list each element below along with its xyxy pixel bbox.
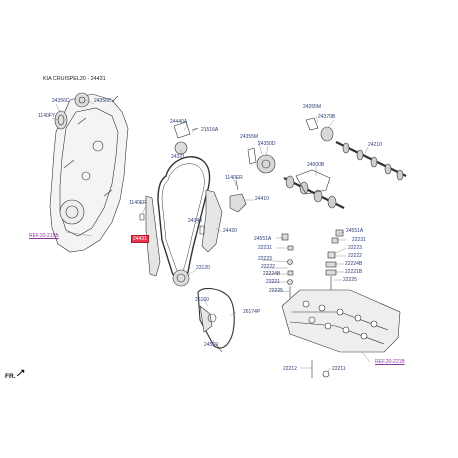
label-24410[interactable]: 24410 — [255, 196, 269, 202]
label-1140fy[interactable]: 1140FY — [38, 113, 56, 119]
timing-chain — [157, 156, 211, 281]
label-24420[interactable]: 24420 — [223, 228, 237, 234]
chain-guide-24431 — [145, 195, 161, 277]
label-1140er-left[interactable]: 1140ER — [129, 200, 147, 206]
cam-sprocket-24370b — [320, 126, 334, 142]
label-22221b[interactable]: 22221B — [345, 269, 363, 275]
label-23120[interactable]: 23120 — [196, 265, 210, 271]
tensioner — [229, 193, 247, 213]
highlighted-part-label[interactable]: 24431 — [131, 235, 149, 243]
ref-timing-cover-link[interactable]: REF.20-215B — [29, 233, 59, 239]
label-26160[interactable]: 26160 — [195, 297, 209, 303]
diagram-title: KIA CRUISPEL20 - 24431 — [43, 76, 106, 82]
cylinder-head — [281, 289, 401, 353]
label-24350d[interactable]: 24350D — [258, 141, 276, 147]
label-21516a[interactable]: 21516A — [201, 127, 219, 133]
label-22223-right[interactable]: 22223 — [348, 245, 362, 251]
label-22231-right[interactable]: 22231 — [352, 237, 366, 243]
label-22212[interactable]: 22212 — [283, 366, 297, 372]
front-marker: FR. — [5, 373, 16, 380]
label-22225-left[interactable]: 22225 — [269, 288, 283, 294]
label-24349[interactable]: 24349 — [188, 218, 202, 224]
label-24356c-right[interactable]: 24356C — [94, 98, 112, 104]
label-24560[interactable]: 24560 — [204, 342, 218, 348]
label-24321[interactable]: 24321 — [171, 154, 185, 160]
label-22224b-left[interactable]: 22224B — [263, 271, 281, 277]
ref-cylinder-head-link[interactable]: REF.20-221B — [375, 359, 405, 365]
label-1140er-top[interactable]: 1140ER — [225, 175, 243, 181]
chain-guide-24420 — [201, 189, 223, 253]
label-26174p[interactable]: 26174P — [243, 309, 261, 315]
label-24000b[interactable]: 24000B — [307, 162, 325, 168]
valve-components — [281, 229, 344, 298]
crank-sprocket — [172, 269, 190, 287]
label-24440a[interactable]: 24440A — [170, 119, 188, 125]
label-22222-left[interactable]: 22222 — [261, 264, 275, 270]
pulley-24356c-right — [74, 92, 90, 108]
label-24356c-left[interactable]: 24356C — [52, 98, 70, 104]
label-24355m-mid[interactable]: 24355M — [240, 134, 259, 140]
cam-sprocket — [256, 154, 276, 174]
label-24370b[interactable]: 24370B — [318, 114, 336, 120]
label-22224b-right[interactable]: 22224B — [345, 261, 363, 267]
pulley-24356c-left — [54, 110, 68, 130]
label-24210[interactable]: 24210 — [368, 142, 382, 148]
label-22225-right[interactable]: 22225 — [343, 277, 357, 283]
label-24551a-left[interactable]: 24551A — [254, 236, 272, 242]
label-22222-right[interactable]: 22222 — [348, 253, 362, 259]
label-24551a-right[interactable]: 24551A — [346, 228, 364, 234]
label-22223-left[interactable]: 22223 — [258, 256, 272, 262]
label-24355m-top[interactable]: 24355M — [303, 104, 322, 110]
label-22211[interactable]: 22211 — [332, 366, 346, 372]
label-22231-left[interactable]: 22231 — [258, 245, 272, 251]
label-22221[interactable]: 22221 — [266, 279, 280, 285]
